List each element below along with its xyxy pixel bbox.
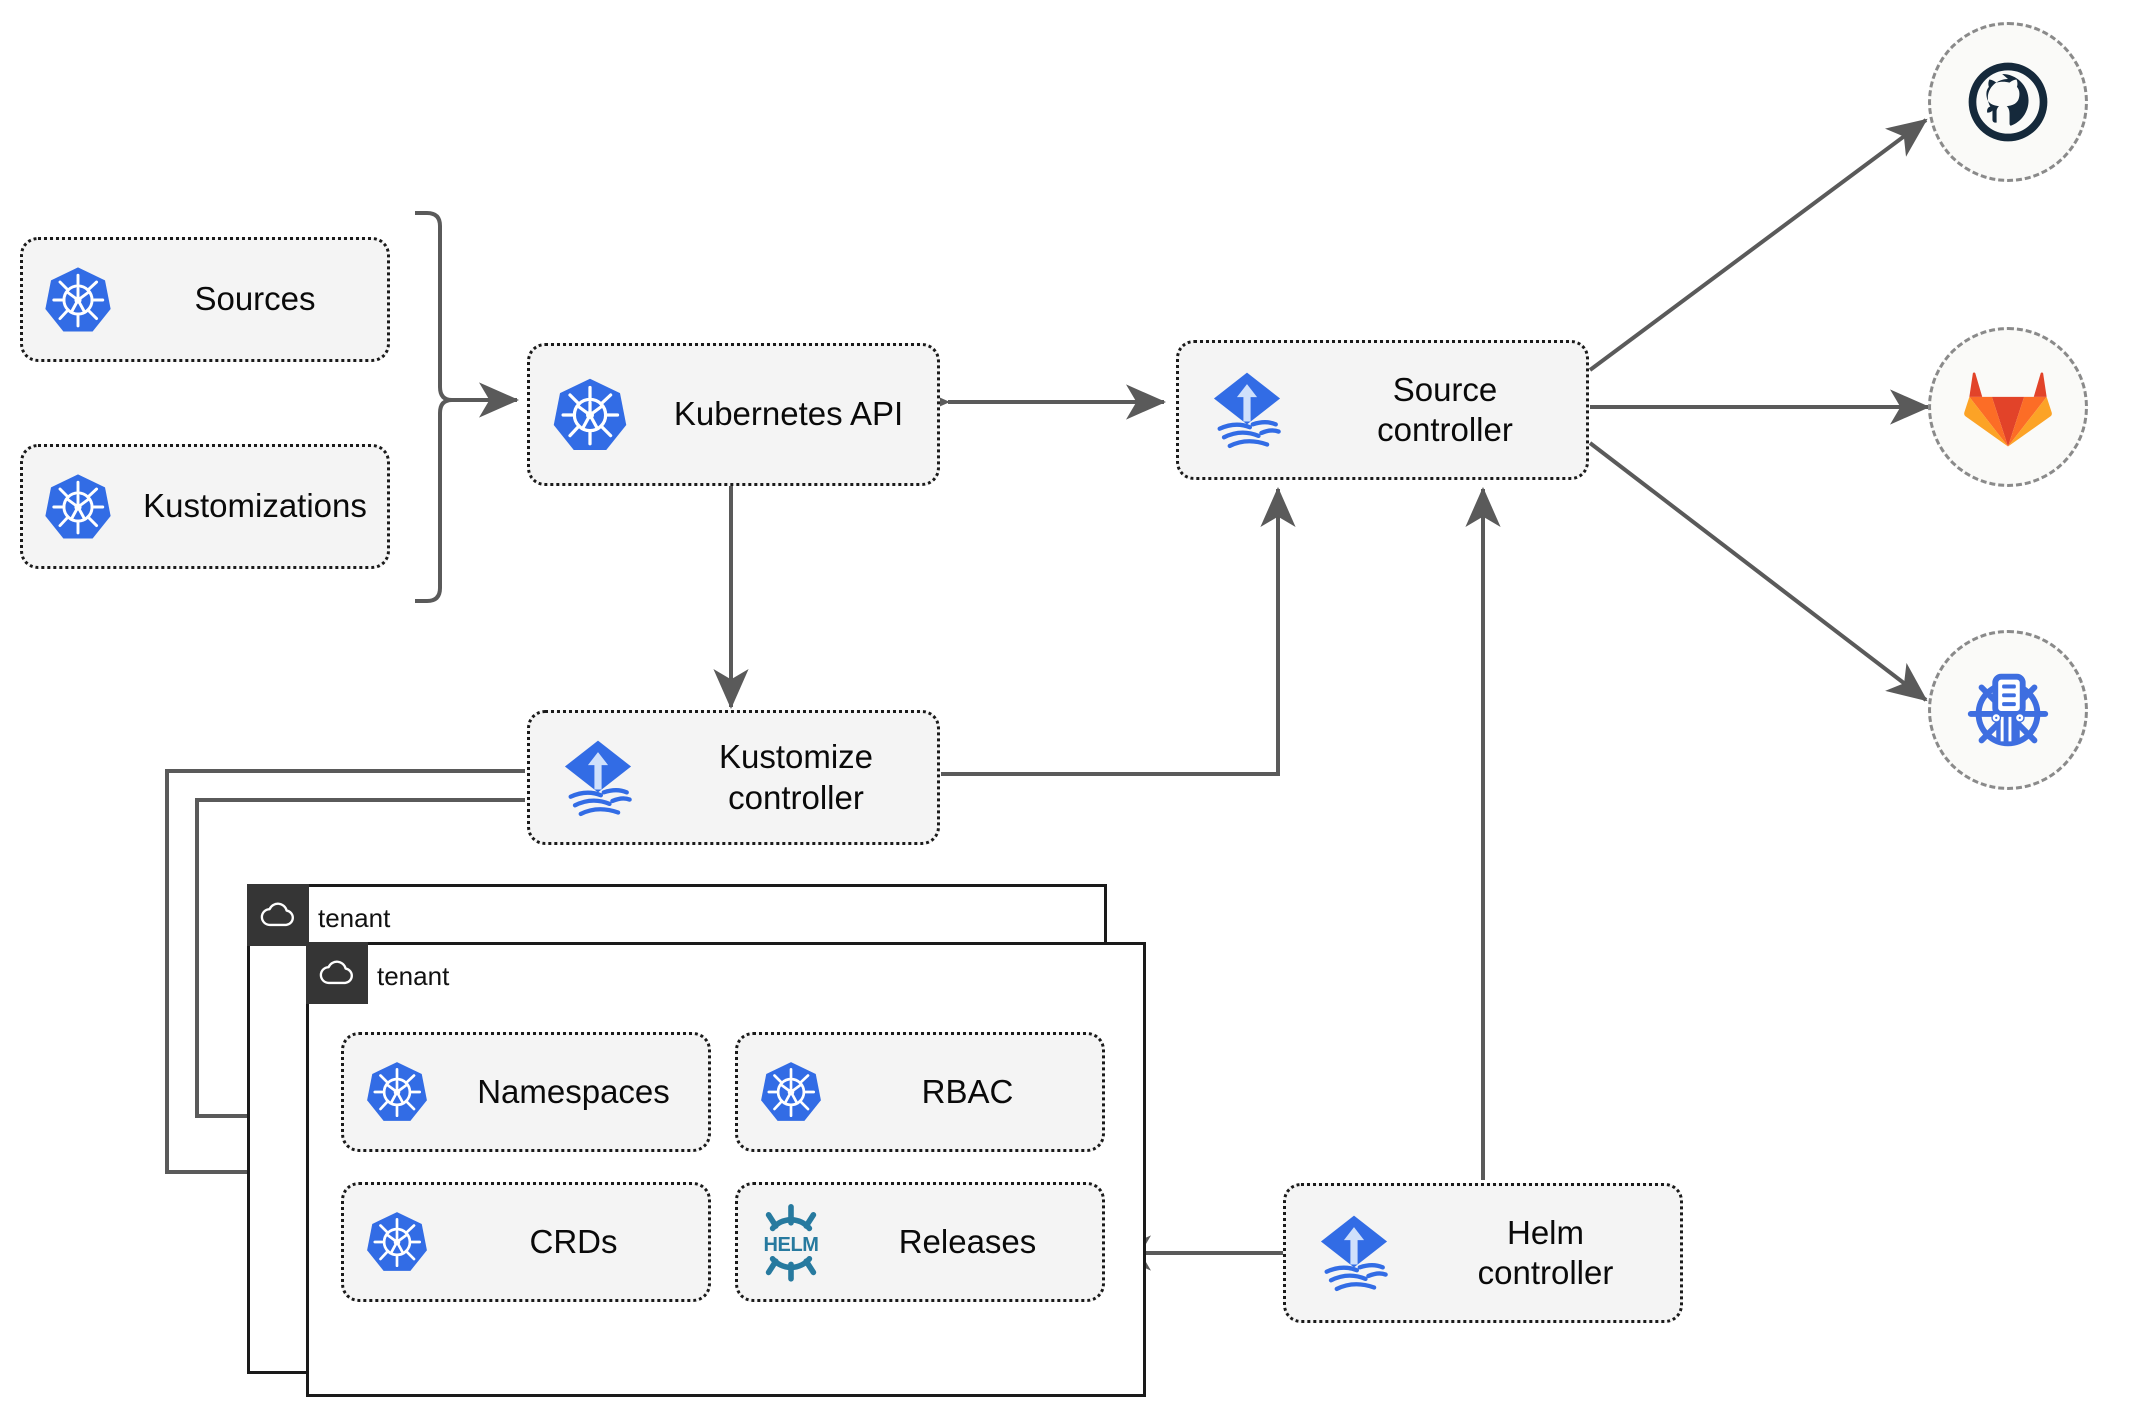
kubernetes-icon bbox=[530, 375, 650, 455]
kubernetes-icon bbox=[344, 1209, 449, 1275]
cloud-icon bbox=[306, 942, 368, 1004]
node-label: Namespaces bbox=[477, 1072, 670, 1110]
svg-text:HELM: HELM bbox=[763, 1234, 818, 1256]
node-source-controller[interactable]: Source controller bbox=[1176, 340, 1589, 480]
cloud-icon bbox=[247, 884, 309, 946]
node-kustomizations[interactable]: Kustomizations bbox=[20, 444, 390, 569]
kubernetes-icon bbox=[23, 264, 133, 336]
tenant-label: tenant bbox=[377, 960, 450, 991]
node-label: CRDs bbox=[529, 1222, 618, 1260]
gitlab-icon bbox=[1964, 372, 2052, 447]
flux-icon bbox=[1179, 364, 1314, 456]
provider-gitlab[interactable] bbox=[1928, 327, 2088, 487]
github-icon bbox=[1968, 62, 2048, 142]
node-label: Releases bbox=[898, 1222, 1037, 1260]
node-helm-controller[interactable]: Helm controller bbox=[1283, 1183, 1683, 1323]
flux-icon bbox=[1286, 1207, 1421, 1299]
bucket-icon bbox=[1967, 673, 2049, 747]
helm-icon: HELM bbox=[738, 1202, 843, 1282]
node-sources[interactable]: Sources bbox=[20, 237, 390, 362]
node-crds[interactable]: CRDs bbox=[341, 1182, 711, 1302]
kubernetes-icon bbox=[738, 1059, 843, 1125]
tenant-label: tenant bbox=[318, 902, 391, 933]
node-label: RBAC bbox=[921, 1072, 1014, 1110]
node-namespaces[interactable]: Namespaces bbox=[341, 1032, 711, 1152]
node-kustomize-controller[interactable]: Kustomize controller bbox=[527, 710, 940, 845]
kubernetes-icon bbox=[23, 471, 133, 543]
flux-icon bbox=[530, 732, 665, 824]
kubernetes-icon bbox=[344, 1059, 449, 1125]
node-releases[interactable]: HELM Releases bbox=[735, 1182, 1105, 1302]
node-label: Kustomize controller bbox=[718, 738, 874, 816]
node-label: Helm controller bbox=[1477, 1213, 1614, 1291]
node-label: Kubernetes API bbox=[673, 395, 904, 433]
node-label: Source controller bbox=[1377, 370, 1513, 448]
provider-bucket[interactable] bbox=[1928, 630, 2088, 790]
node-label: Kustomizations bbox=[143, 487, 367, 525]
tenant-frame-inner[interactable]: tenant bbox=[306, 942, 1146, 1397]
node-rbac[interactable]: RBAC bbox=[735, 1032, 1105, 1152]
node-label: Sources bbox=[194, 280, 316, 318]
node-kubernetes-api[interactable]: Kubernetes API bbox=[527, 343, 940, 486]
provider-github[interactable] bbox=[1928, 22, 2088, 182]
